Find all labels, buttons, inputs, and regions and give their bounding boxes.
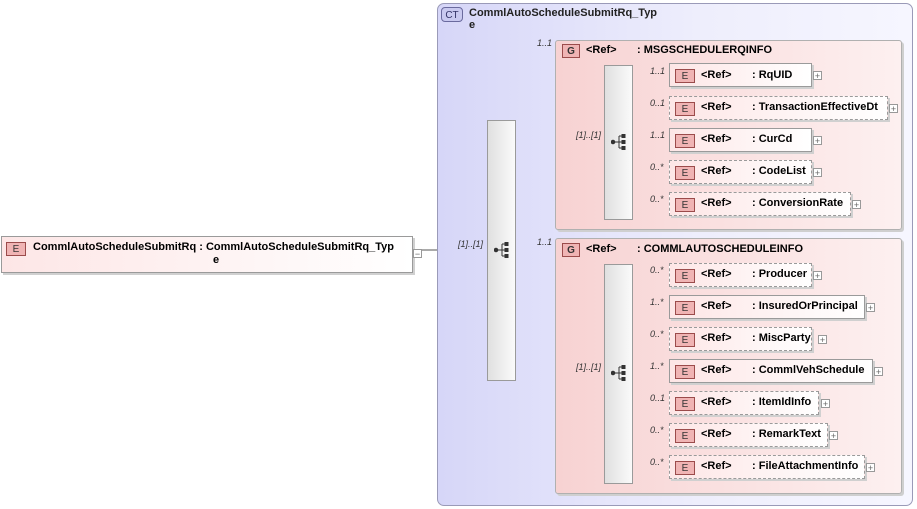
group-badge: G: [562, 243, 580, 257]
element-ref: <Ref>: [701, 133, 732, 145]
root-element-type: : CommlAutoScheduleSubmitRq_Typ: [199, 241, 394, 253]
outer-sequence-cardinality: [1]..[1]: [458, 239, 484, 249]
group-name: : COMMLAUTOSCHEDULEINFO: [637, 243, 804, 255]
expand-icon[interactable]: +: [852, 200, 861, 210]
element-ref: <Ref>: [701, 165, 732, 177]
element-insuredorprincipal[interactable]: [669, 295, 865, 319]
element-cardinality: 0..*: [650, 457, 664, 467]
expand-icon[interactable]: +: [821, 399, 830, 409]
expand-icon[interactable]: +: [829, 431, 838, 441]
expand-icon[interactable]: +: [813, 168, 822, 178]
element-name: : CurCd: [752, 133, 793, 145]
expand-icon[interactable]: +: [813, 136, 822, 146]
element-transactioneffectivedt[interactable]: [669, 96, 888, 120]
element-cardinality: 0..*: [650, 329, 664, 339]
element-cardinality: 0..*: [650, 162, 664, 172]
sequence-icon: [610, 133, 627, 154]
expand-icon[interactable]: +: [874, 367, 883, 377]
element-name: : RemarkText: [752, 428, 821, 440]
group-cardinality: 1..1: [537, 38, 553, 48]
element-cardinality: 0..1: [650, 393, 666, 403]
element-name: : MiscParty: [752, 332, 811, 344]
element-name: : Producer: [752, 268, 808, 280]
element-name: : CommlVehSchedule: [752, 364, 865, 376]
group-ref: <Ref>: [586, 44, 617, 56]
element-badge: E: [675, 69, 695, 83]
group-badge: G: [562, 44, 580, 58]
element-cardinality: 0..*: [650, 194, 664, 204]
element-badge: E: [675, 198, 695, 212]
complex-type-title-line2: e: [469, 19, 476, 31]
element-ref: <Ref>: [701, 268, 732, 280]
element-ref: <Ref>: [701, 428, 732, 440]
element-name: : CodeList: [752, 165, 806, 177]
element-name: : ItemIdInfo: [752, 396, 812, 408]
expand-icon[interactable]: +: [813, 271, 822, 281]
expand-icon[interactable]: +: [813, 71, 822, 81]
element-ref: <Ref>: [701, 332, 732, 344]
element-name: : TransactionEffectiveDt: [752, 101, 878, 113]
element-rquid[interactable]: [669, 63, 812, 87]
element-name: : FileAttachmentInfo: [752, 460, 859, 472]
expand-icon[interactable]: +: [889, 104, 898, 114]
element-name: : InsuredOrPrincipal: [752, 300, 858, 312]
complex-type-title: CommlAutoScheduleSubmitRq_Typ e: [469, 7, 679, 31]
element-cardinality: 1..1: [650, 66, 666, 76]
element-ref: <Ref>: [701, 101, 732, 113]
element-cardinality: 0..*: [650, 425, 664, 435]
element-ref: <Ref>: [701, 69, 732, 81]
element-badge: E: [675, 166, 695, 180]
element-cardinality: 1..*: [650, 361, 664, 371]
element-badge: E: [675, 102, 695, 116]
element-name: : ConversionRate: [752, 197, 844, 209]
element-badge: E: [6, 242, 26, 256]
element-cardinality: 1..*: [650, 297, 664, 307]
element-conversionrate[interactable]: [669, 192, 851, 216]
root-element-name: CommlAutoScheduleSubmitRq: [33, 241, 197, 253]
group-sequence-compositor[interactable]: [604, 264, 633, 484]
element-ref: <Ref>: [701, 364, 732, 376]
element-badge: E: [675, 429, 695, 443]
element-badge: E: [675, 365, 695, 379]
group-ref: <Ref>: [586, 243, 617, 255]
root-element-type-cont: e: [213, 254, 220, 266]
group-name: : MSGSCHEDULERQINFO: [637, 44, 773, 56]
element-cardinality: 0..1: [650, 98, 666, 108]
expand-icon[interactable]: +: [866, 463, 875, 473]
element-cardinality: 1..1: [650, 130, 666, 140]
element-remarktext[interactable]: [669, 423, 828, 447]
sequence-icon: [610, 364, 627, 385]
element-commlvehschedule[interactable]: [669, 359, 873, 383]
element-badge: E: [675, 461, 695, 475]
expand-icon[interactable]: +: [866, 303, 875, 313]
root-element-label: CommlAutoScheduleSubmitRq : CommlAutoSch…: [33, 241, 413, 267]
element-ref: <Ref>: [701, 396, 732, 408]
element-name: : RqUID: [752, 69, 793, 81]
element-badge: E: [675, 333, 695, 347]
element-ref: <Ref>: [701, 300, 732, 312]
group-sequence-cardinality: [1]..[1]: [576, 362, 602, 372]
element-cardinality: 0..*: [650, 265, 664, 275]
element-badge: E: [675, 134, 695, 148]
expand-icon[interactable]: +: [818, 335, 827, 345]
complex-type-title-line1: CommlAutoScheduleSubmitRq_Typ: [469, 7, 658, 19]
element-ref: <Ref>: [701, 460, 732, 472]
group-sequence-cardinality: [1]..[1]: [576, 130, 602, 140]
element-fileattachmentinfo[interactable]: [669, 455, 865, 479]
element-badge: E: [675, 301, 695, 315]
sequence-icon: [493, 241, 510, 262]
group-cardinality: 1..1: [537, 237, 553, 247]
complex-type-badge: CT: [441, 7, 463, 22]
element-badge: E: [675, 269, 695, 283]
root-element[interactable]: [1, 236, 413, 273]
element-badge: E: [675, 397, 695, 411]
element-ref: <Ref>: [701, 197, 732, 209]
collapse-icon[interactable]: −: [413, 249, 422, 259]
